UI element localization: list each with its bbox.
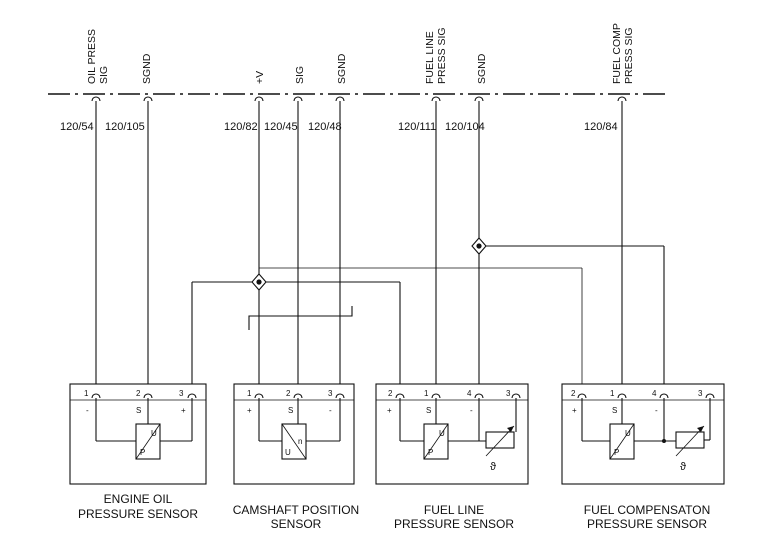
pin-number: 2 xyxy=(388,389,393,398)
transducer-top: U xyxy=(439,429,445,438)
caption-fuel-line-2: PRESSURE SENSOR xyxy=(394,517,514,531)
pin-polarity: + xyxy=(181,406,186,415)
caption-engine-oil-1: ENGINE OIL xyxy=(104,492,173,506)
bus-label-fuel-line-1: FUEL LINE xyxy=(424,31,436,84)
pin-polarity: S xyxy=(426,406,431,415)
bus-label-fuel-comp-2: PRESS SIG xyxy=(623,27,635,84)
pin-polarity: S xyxy=(612,406,617,415)
fuel-line-pressure-sensor: 2 1 4 3 + S - U P ϑ xyxy=(375,383,529,485)
engine-oil-pressure-sensor: 1 2 3 - S + U P xyxy=(69,383,207,485)
pin-polarity: - xyxy=(329,406,332,415)
pin-number: 1 xyxy=(84,389,89,398)
pin-number: 1 xyxy=(424,389,429,398)
supply-splice-wiring xyxy=(191,267,583,392)
caption-engine-oil-2: PRESSURE SENSOR xyxy=(78,507,198,521)
caption-fuel-line-1: FUEL LINE xyxy=(424,503,484,517)
transducer-bottom: U xyxy=(285,448,291,457)
splice-node-supply xyxy=(251,273,267,291)
pin-polarity: - xyxy=(86,406,89,415)
ground-splice-wiring xyxy=(479,245,665,392)
caption-fuel-comp-1: FUEL COMPENSATON xyxy=(584,503,710,517)
fuel-compensation-pressure-sensor: 2 1 4 3 + S - U P ϑ xyxy=(561,383,725,485)
terminal-120-48: 120/48 xyxy=(308,121,342,133)
transducer-bottom: P xyxy=(614,448,619,457)
terminal-120-82: 120/82 xyxy=(224,121,258,133)
pin-number: 3 xyxy=(179,389,184,398)
bus-label-sig: SIG xyxy=(294,66,306,84)
pin-number: 3 xyxy=(506,389,511,398)
thermistor-icon xyxy=(485,398,517,457)
pin-number: 4 xyxy=(467,389,472,398)
pin-polarity: + xyxy=(387,406,392,415)
bus-label-oil-press-sig-1: OIL PRESS xyxy=(86,29,98,84)
caption-fuel-comp-2: PRESSURE SENSOR xyxy=(587,517,707,531)
caption-camshaft-2: SENSOR xyxy=(271,517,322,531)
terminal-120-84: 120/84 xyxy=(584,121,618,133)
pin-number: 4 xyxy=(652,389,657,398)
pin-polarity: + xyxy=(572,406,577,415)
terminal-120-54: 120/54 xyxy=(60,121,94,133)
bus-label-oil-press-sig-2: SIG xyxy=(98,66,110,84)
terminal-120-45: 120/45 xyxy=(264,121,298,133)
transducer-bottom: P xyxy=(140,448,145,457)
pin-polarity: + xyxy=(247,406,252,415)
bus-label-sgnd-3: SGND xyxy=(476,53,488,84)
transducer-top: U xyxy=(151,429,157,438)
bus-label-plus-v: +V xyxy=(254,71,266,84)
bus-label-fuel-line-2: PRESS SIG xyxy=(436,27,448,84)
transducer-top: n xyxy=(298,437,302,446)
pin-polarity: - xyxy=(470,406,473,415)
pin-number: 1 xyxy=(610,389,615,398)
camshaft-position-sensor: 1 2 3 + S - n U xyxy=(233,383,355,485)
pin-number: 2 xyxy=(571,389,576,398)
pin-polarity: - xyxy=(655,406,658,415)
bus-connectors xyxy=(91,96,627,102)
pin-number: 2 xyxy=(136,389,141,398)
temperature-symbol: ϑ xyxy=(680,461,686,473)
terminal-120-105: 120/105 xyxy=(105,121,145,133)
terminal-120-104: 120/104 xyxy=(445,121,485,133)
bus-label-fuel-comp-1: FUEL COMP xyxy=(611,23,623,84)
bus-label-sgnd-1: SGND xyxy=(141,53,153,84)
transducer-bottom: P xyxy=(428,448,433,457)
terminal-120-111: 120/111 xyxy=(398,121,436,133)
pin-number: 2 xyxy=(286,389,291,398)
pin-polarity: S xyxy=(288,406,293,415)
splice-node-ground xyxy=(471,237,487,255)
temperature-symbol: ϑ xyxy=(490,461,496,473)
pin-number: 3 xyxy=(698,389,703,398)
thermistor-icon xyxy=(675,398,711,457)
pin-number: 1 xyxy=(247,389,252,398)
transducer-top: U xyxy=(625,429,631,438)
caption-camshaft-1: CAMSHAFT POSITION xyxy=(233,503,359,517)
pin-polarity: S xyxy=(136,406,141,415)
bus-label-sgnd-2: SGND xyxy=(336,53,348,84)
pin-number: 3 xyxy=(328,389,333,398)
